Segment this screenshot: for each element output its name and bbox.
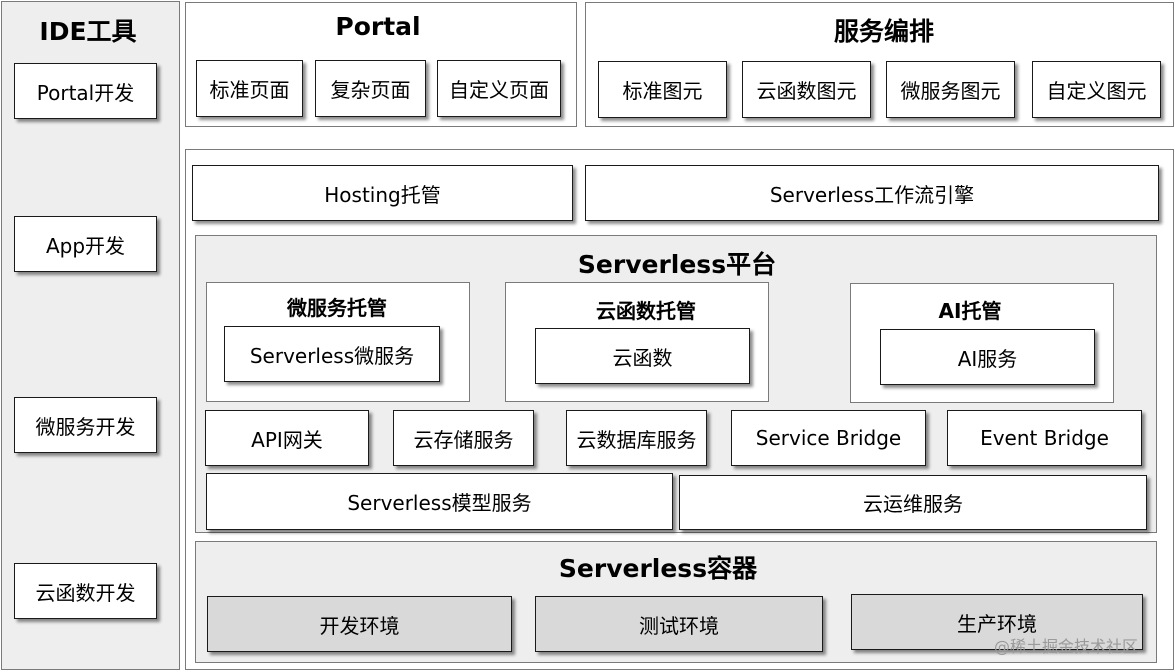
env-test-box: 测试环境 bbox=[535, 596, 823, 652]
ide-item-portal: Portal开发 bbox=[14, 63, 157, 119]
hosting-box: Hosting托管 bbox=[192, 165, 573, 221]
orchestration-item-standard: 标准图元 bbox=[598, 61, 727, 118]
workflow-engine-box: Serverless工作流引擎 bbox=[585, 165, 1159, 221]
orchestration-item-microservice: 微服务图元 bbox=[886, 61, 1015, 118]
watermark-text: @稀土掘金技术社区 bbox=[994, 637, 1139, 656]
orchestration-item-function: 云函数图元 bbox=[742, 61, 871, 118]
ai-hosting-title: AI托管 bbox=[938, 299, 1002, 323]
portal-item-custom: 自定义页面 bbox=[437, 60, 561, 117]
ide-item-app: App开发 bbox=[14, 216, 157, 272]
function-hosting-title: 云函数托管 bbox=[596, 299, 696, 323]
service-bridge-box: Service Bridge bbox=[731, 410, 926, 466]
ide-item-microservice: 微服务开发 bbox=[14, 397, 157, 453]
env-dev-box: 开发环境 bbox=[207, 596, 512, 652]
platform-title: Serverless平台 bbox=[577, 250, 777, 279]
serverless-microservice-box: Serverless微服务 bbox=[224, 326, 440, 382]
env-prod-box: 生产环境 bbox=[851, 594, 1143, 650]
orchestration-item-custom: 自定义图元 bbox=[1032, 61, 1161, 118]
cloud-ops-box: 云运维服务 bbox=[679, 475, 1147, 530]
event-bridge-box: Event Bridge bbox=[947, 410, 1142, 466]
cloud-storage-box: 云存储服务 bbox=[393, 410, 534, 466]
cloud-database-box: 云数据库服务 bbox=[566, 410, 707, 466]
ai-service-box: AI服务 bbox=[880, 329, 1095, 385]
microservice-hosting-title: 微服务托管 bbox=[287, 296, 387, 320]
ide-item-function: 云函数开发 bbox=[14, 563, 157, 619]
ide-title: IDE工具 bbox=[39, 17, 137, 46]
serverless-model-box: Serverless模型服务 bbox=[206, 473, 673, 530]
orchestration-title: 服务编排 bbox=[833, 17, 935, 46]
portal-title: Portal bbox=[335, 12, 421, 41]
cloud-function-box: 云函数 bbox=[535, 328, 750, 384]
portal-item-complex: 复杂页面 bbox=[315, 60, 426, 117]
api-gateway-box: API网关 bbox=[205, 410, 369, 466]
portal-item-standard: 标准页面 bbox=[196, 60, 303, 117]
container-title: Serverless容器 bbox=[558, 554, 758, 583]
